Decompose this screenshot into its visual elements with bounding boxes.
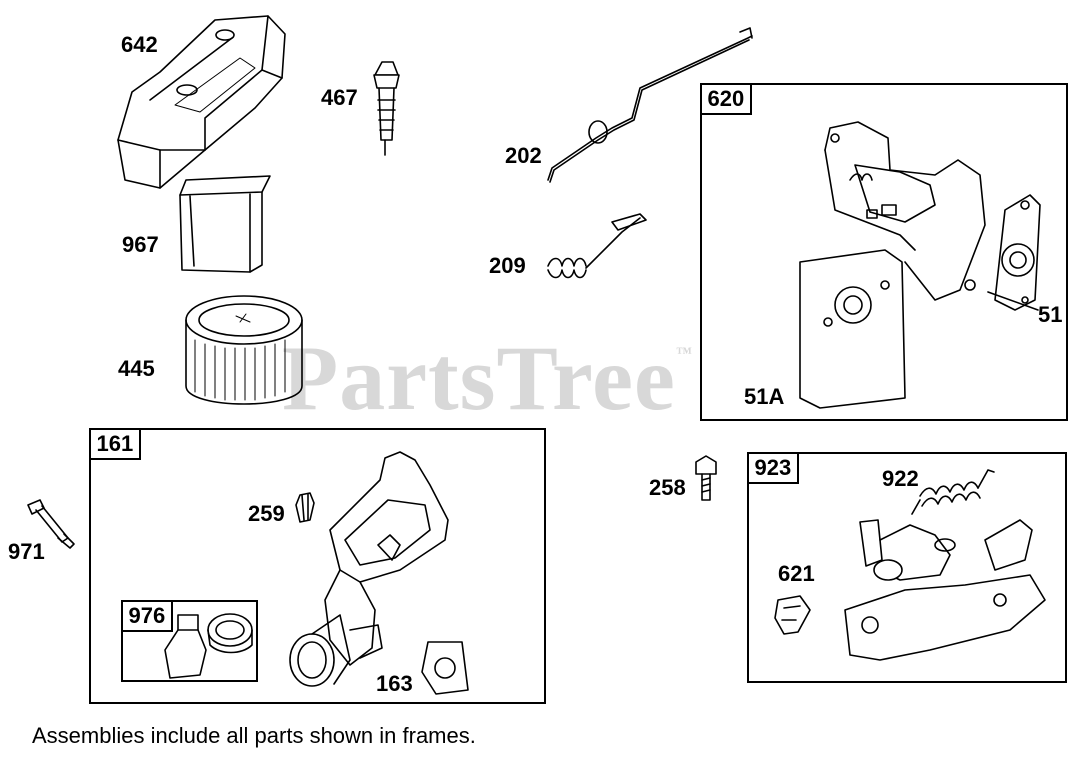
label-922[interactable]: 922 <box>882 466 919 491</box>
label-51[interactable]: 51 <box>1038 302 1063 327</box>
watermark: PartsTree™ <box>282 325 693 431</box>
part-161-assembly-parts[interactable] <box>289 451 469 695</box>
label-259[interactable]: 259 <box>248 501 285 526</box>
watermark-trademark: ™ <box>675 345 693 362</box>
watermark-text: PartsTree <box>282 327 676 429</box>
label-642[interactable]: 642 <box>121 32 158 57</box>
frame-620-tag[interactable]: 620 <box>699 82 753 115</box>
part-642-air-cleaner-cover[interactable] <box>117 15 286 189</box>
frame-976-tag[interactable]: 976 <box>120 599 174 632</box>
frame-620: 620 <box>699 82 1068 421</box>
part-467-primer[interactable] <box>373 61 400 156</box>
label-445[interactable]: 445 <box>118 356 155 381</box>
label-258[interactable]: 258 <box>649 475 686 500</box>
part-620-bracket-assembly[interactable] <box>799 121 1041 409</box>
part-202-governor-link[interactable] <box>547 27 753 183</box>
label-621[interactable]: 621 <box>778 561 815 586</box>
part-976-choke-kit[interactable] <box>164 613 253 679</box>
label-971[interactable]: 971 <box>8 539 45 564</box>
label-967[interactable]: 967 <box>122 232 159 257</box>
part-922-spring[interactable] <box>911 469 995 515</box>
part-923-governor-control[interactable] <box>774 519 1046 661</box>
part-258-screw[interactable] <box>695 455 717 501</box>
part-209-governor-spring[interactable] <box>547 213 647 279</box>
label-163[interactable]: 163 <box>376 671 413 696</box>
part-445-air-filter[interactable] <box>185 295 303 405</box>
frame-161-tag[interactable]: 161 <box>88 427 142 460</box>
label-202[interactable]: 202 <box>505 143 542 168</box>
part-967-pre-cleaner[interactable] <box>179 175 271 273</box>
label-467[interactable]: 467 <box>321 85 358 110</box>
part-971-bolt[interactable] <box>27 499 75 549</box>
label-51a[interactable]: 51A <box>744 384 785 409</box>
assembly-note: Assemblies include all parts shown in fr… <box>32 723 476 748</box>
frame-161: 161 <box>88 427 546 704</box>
frame-923: 923 <box>746 451 1067 683</box>
label-209[interactable]: 209 <box>489 253 526 278</box>
frame-923-tag[interactable]: 923 <box>746 451 800 484</box>
frame-976: 976 <box>120 599 258 682</box>
